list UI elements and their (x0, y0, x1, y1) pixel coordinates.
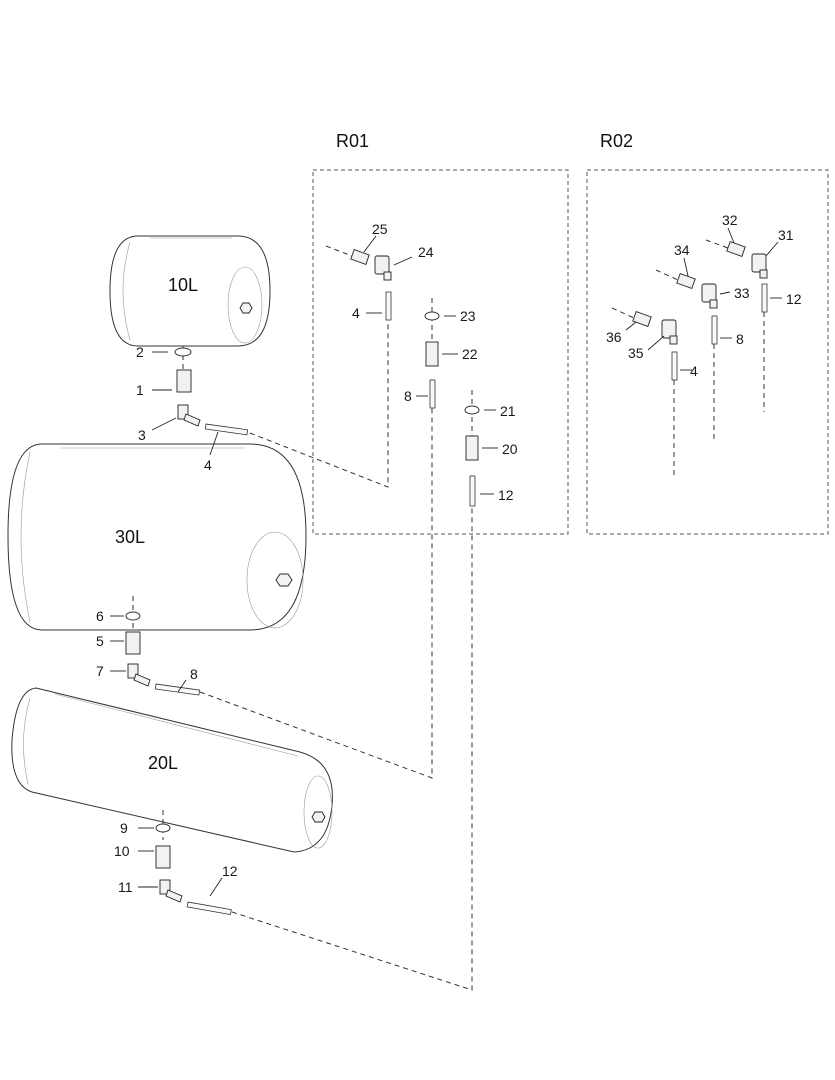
callout-4: 4 (352, 305, 360, 321)
o-ring-icon (155, 823, 171, 833)
hose-icon (711, 315, 718, 345)
callout-12: 12 (498, 487, 514, 503)
elbow-outlet-icon (183, 413, 201, 427)
tank-label: 30L (115, 527, 145, 547)
callout-7: 7 (96, 663, 104, 679)
callout-8: 8 (190, 666, 198, 682)
callout-2: 2 (136, 344, 144, 360)
elbow-outlet-icon (165, 889, 183, 903)
elbow-fitting-icon (127, 663, 139, 679)
drain-plug-icon (311, 811, 326, 823)
callout-34: 34 (674, 242, 690, 258)
callout-6: 6 (96, 608, 104, 624)
elbow-outlet-icon (759, 269, 768, 279)
hose-route-4 (249, 292, 389, 488)
callout-5: 5 (96, 633, 104, 649)
box-r02 (586, 169, 829, 535)
hose-icon (186, 901, 232, 916)
adapter-fitting-icon (425, 341, 439, 367)
tank-20l: 20L (11, 687, 333, 853)
callout-35: 35 (628, 345, 644, 361)
adapter-fitting-icon (125, 631, 141, 655)
hose-icon (469, 475, 476, 507)
callout-4: 4 (204, 457, 212, 473)
callout-20: 20 (502, 441, 518, 457)
elbow-outlet-icon (133, 673, 151, 687)
o-ring-icon (424, 311, 440, 321)
callout-31: 31 (778, 227, 794, 243)
callout-36: 36 (606, 329, 622, 345)
box-title-r02: R02 (600, 131, 633, 151)
callout-4: 4 (690, 363, 698, 379)
tank-30l: 30L (7, 443, 307, 631)
elbow-fitting-icon (701, 283, 717, 303)
elbow-outlet-icon (709, 299, 718, 309)
box-title-r01: R01 (336, 131, 369, 151)
callout-8: 8 (404, 388, 412, 404)
callout-23: 23 (460, 308, 476, 324)
callout-1: 1 (136, 382, 144, 398)
hose-icon (385, 291, 392, 321)
elbow-fitting-icon (661, 319, 677, 339)
drain-plug-icon (275, 573, 293, 587)
adapter-fitting-icon (465, 435, 479, 461)
hose-route-8 (199, 380, 433, 779)
callout-11: 11 (118, 879, 133, 895)
elbow-fitting-icon (177, 404, 189, 420)
hose-icon (429, 379, 436, 409)
elbow-outlet-icon (669, 335, 678, 345)
male-connector-icon (726, 240, 746, 258)
o-ring-icon (174, 347, 192, 357)
tank-label: 10L (168, 275, 198, 295)
male-connector-icon (350, 248, 370, 266)
callout-12: 12 (222, 863, 238, 879)
elbow-fitting-icon (159, 879, 171, 895)
callout-33: 33 (734, 285, 750, 301)
callout-12: 12 (786, 291, 802, 307)
box-r01 (312, 169, 569, 535)
callout-32: 32 (722, 212, 738, 228)
adapter-fitting-icon (176, 369, 192, 393)
hose-icon (204, 423, 249, 436)
tank-10l: 10L (109, 235, 271, 347)
hose-route-12 (231, 482, 473, 991)
elbow-fitting-icon (751, 253, 767, 273)
male-connector-icon (632, 310, 652, 328)
adapter-fitting-icon (155, 845, 171, 869)
callout-22: 22 (462, 346, 478, 362)
callout-8: 8 (736, 331, 744, 347)
elbow-fitting-icon (374, 255, 390, 275)
hose-icon (154, 683, 201, 696)
elbow-outlet-icon (383, 271, 392, 281)
callout-10: 10 (114, 843, 130, 859)
drain-plug-icon (239, 302, 253, 314)
callout-3: 3 (138, 427, 146, 443)
callout-24: 24 (418, 244, 434, 260)
male-connector-icon (676, 272, 696, 290)
o-ring-icon (464, 405, 480, 415)
hose-icon (671, 351, 678, 381)
callout-25: 25 (372, 221, 388, 237)
callout-21: 21 (500, 403, 516, 419)
o-ring-icon (125, 611, 141, 621)
hose-icon (761, 283, 768, 313)
callout-9: 9 (120, 820, 128, 836)
tank-label: 20L (148, 753, 178, 773)
